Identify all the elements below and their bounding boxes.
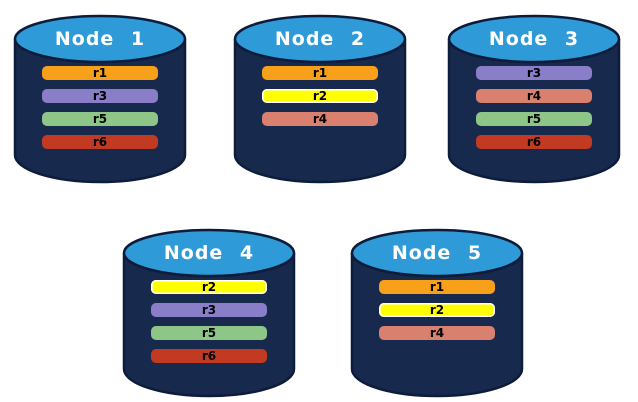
node-title: Node 2: [274, 28, 366, 50]
node-3: Node 3 r3 r4 r5 r6: [447, 8, 621, 186]
replica-list: r1 r2 r4: [379, 280, 495, 349]
replica-bar: r5: [42, 112, 158, 126]
node-title: Node 5: [391, 242, 483, 264]
replica-bar: r2: [151, 280, 267, 294]
replica-bar: r6: [151, 349, 267, 363]
node-5: Node 5 r1 r2 r4: [350, 222, 524, 400]
replica-bar: r2: [262, 89, 378, 103]
replica-bar: r5: [476, 112, 592, 126]
replica-list: r2 r3 r5 r6: [151, 280, 267, 372]
replica-bar: r6: [476, 135, 592, 149]
replica-bar: r4: [476, 89, 592, 103]
node-title: Node 4: [163, 242, 255, 264]
replica-list: r1 r3 r5 r6: [42, 66, 158, 158]
replica-bar: r6: [42, 135, 158, 149]
node-title: Node 3: [488, 28, 580, 50]
replica-bar: r3: [42, 89, 158, 103]
node-1: Node 1 r1 r3 r5 r6: [13, 8, 187, 186]
replica-bar: r1: [379, 280, 495, 294]
replica-bar: r1: [262, 66, 378, 80]
replica-list: r3 r4 r5 r6: [476, 66, 592, 158]
replica-bar: r1: [42, 66, 158, 80]
replica-list: r1 r2 r4: [262, 66, 378, 135]
node-title: Node 1: [54, 28, 146, 50]
replica-bar: r3: [151, 303, 267, 317]
replica-bar: r4: [379, 326, 495, 340]
replica-bar: r2: [379, 303, 495, 317]
node-4: Node 4 r2 r3 r5 r6: [122, 222, 296, 400]
replica-bar: r5: [151, 326, 267, 340]
replica-bar: r3: [476, 66, 592, 80]
replica-bar: r4: [262, 112, 378, 126]
node-2: Node 2 r1 r2 r4: [233, 8, 407, 186]
